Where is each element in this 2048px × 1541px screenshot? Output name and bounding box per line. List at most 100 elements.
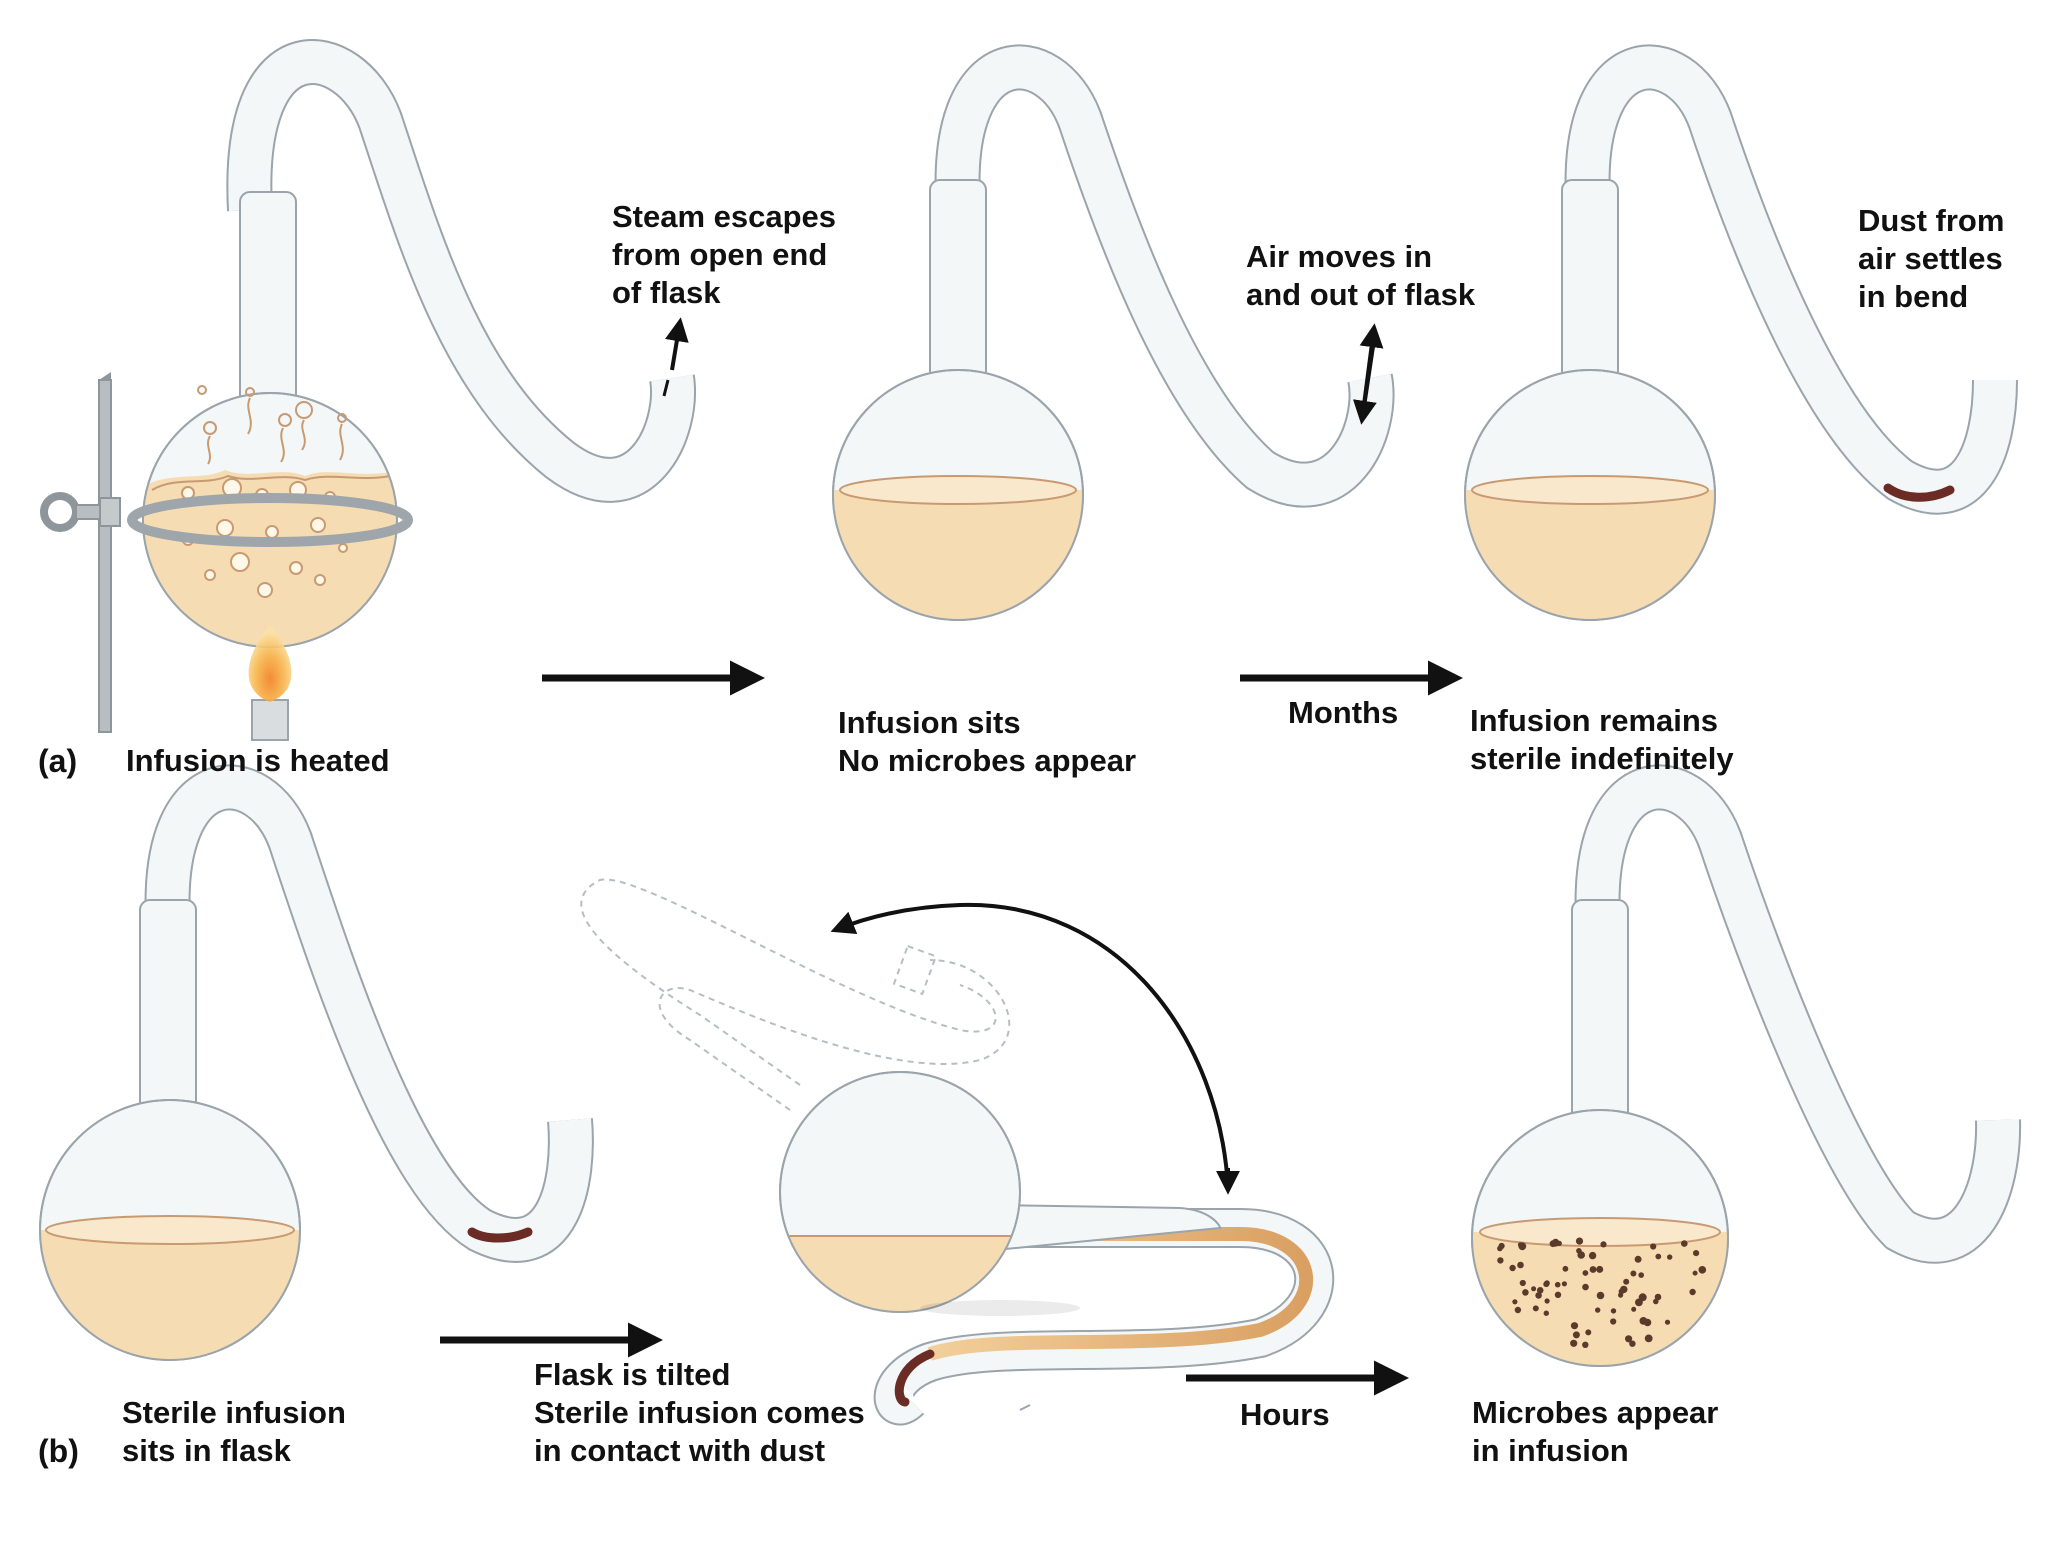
microbe-dot <box>1561 1281 1567 1287</box>
ring-stand <box>40 372 121 733</box>
microbe-dot <box>1562 1265 1569 1272</box>
callout-air: Air moves in and out of flask <box>1246 238 1475 314</box>
caption-flask-tilted: Flask is tilted Sterile infusion comes i… <box>534 1356 865 1470</box>
microbe-dot <box>1509 1264 1516 1272</box>
caption-microbes-appear: Microbes appear in infusion <box>1472 1394 1718 1470</box>
microbe-dot <box>1610 1318 1617 1325</box>
microbe-dot <box>1653 1298 1659 1305</box>
microbe-dot <box>1596 1291 1605 1300</box>
callout-steam: Steam escapes from open end of flask <box>612 198 836 312</box>
microbe-dot <box>1531 1286 1537 1292</box>
label-hours: Hours <box>1240 1397 1330 1432</box>
flask-b3 <box>1471 764 2022 1367</box>
microbe-dot <box>1576 1248 1582 1254</box>
flask-a2 <box>832 44 1395 621</box>
microbe-dot <box>1544 1298 1550 1304</box>
microbe-dot <box>1570 1339 1578 1347</box>
microbe-dot <box>1585 1329 1592 1336</box>
caption-infusion-heated: Infusion is heated <box>126 743 390 778</box>
microbe-dot <box>1643 1318 1652 1327</box>
caption-infusion-sits: Infusion sits No microbes appear <box>838 704 1136 780</box>
panel-a-tag: (a) <box>38 743 78 779</box>
microbe-dot <box>1631 1306 1637 1312</box>
microbe-dot <box>1630 1270 1637 1277</box>
microbe-dot <box>1620 1285 1628 1294</box>
microbe-dot <box>1570 1322 1579 1330</box>
microbe-dot <box>1638 1293 1647 1302</box>
microbe-dot <box>1623 1278 1630 1285</box>
label-months: Months <box>1288 695 1399 730</box>
caption-sterile-infusion: Sterile infusion sits in flask <box>122 1394 346 1470</box>
caption-infusion-sits-line-2: No microbes appear <box>838 743 1137 778</box>
caption-sterile-infusion-line-2: sits in flask <box>122 1433 291 1468</box>
microbe-dot <box>1543 1310 1550 1316</box>
microbe-dot <box>1582 1270 1589 1276</box>
microbe-dot <box>1595 1307 1601 1313</box>
microbe-dot <box>1589 1266 1597 1273</box>
microbe-dot <box>1629 1340 1636 1347</box>
microbe-dot <box>1588 1251 1597 1260</box>
microbe-dot <box>1681 1240 1688 1247</box>
microbe-dot <box>1664 1319 1671 1325</box>
microbe-dot <box>1517 1261 1524 1269</box>
callout-steam-line-1: Steam escapes <box>612 199 837 234</box>
caption-infusion-remains-line-1: Infusion remains <box>1470 703 1719 738</box>
caption-microbes-appear-line-2: in infusion <box>1472 1433 1629 1468</box>
flask-a3 <box>1464 44 2018 621</box>
callout-air-line-2: and out of flask <box>1246 277 1476 312</box>
callout-steam-line-3: of flask <box>612 275 721 310</box>
microbe-dot <box>1692 1270 1698 1276</box>
microbe-dot <box>1543 1281 1550 1288</box>
burner-flame <box>248 625 292 741</box>
microbe-dot <box>1512 1299 1518 1305</box>
microbe-dot <box>1497 1245 1503 1252</box>
microbe-dot <box>1536 1287 1544 1294</box>
callout-dust: Dust from air settles in bend <box>1858 202 2004 316</box>
caption-infusion-sits-line-1: Infusion sits <box>838 705 1021 740</box>
microbe-dot <box>1600 1241 1607 1248</box>
microbe-dot <box>1554 1291 1562 1299</box>
microbe-dot <box>1575 1237 1584 1245</box>
microbe-dot <box>1532 1305 1539 1312</box>
microbe-dot <box>1638 1272 1644 1278</box>
steam-arrow <box>665 317 689 371</box>
panel-b-tag: (b) <box>38 1433 79 1469</box>
tilt-arrow <box>830 902 1240 1195</box>
microbe-dot <box>1655 1253 1662 1260</box>
microbe-dot <box>1522 1289 1529 1296</box>
microbe-dot <box>1572 1331 1580 1339</box>
microbe-dot <box>1654 1293 1662 1301</box>
microbe-dot <box>1610 1308 1617 1314</box>
caption-microbes-appear-line-1: Microbes appear <box>1472 1395 1719 1430</box>
microbe-dot <box>1689 1288 1696 1296</box>
microbe-dot <box>1535 1292 1542 1299</box>
caption-flask-tilted-line-1: Flask is tilted <box>534 1357 731 1392</box>
callout-steam-line-2: from open end <box>612 237 828 272</box>
microbe-dot <box>1698 1266 1707 1274</box>
microbe-dot <box>1650 1243 1657 1250</box>
flask-b2 <box>779 1071 1335 1426</box>
microbe-dot <box>1582 1341 1589 1349</box>
caption-flask-tilted-line-3: in contact with dust <box>534 1433 826 1468</box>
microbe-dot <box>1634 1255 1642 1263</box>
microbe-dot <box>1618 1292 1624 1298</box>
flask-b1 <box>39 764 594 1361</box>
caption-sterile-infusion-line-1: Sterile infusion <box>122 1395 346 1430</box>
microbe-dot <box>1514 1306 1522 1314</box>
microbe-dot <box>1582 1283 1589 1291</box>
callout-air-line-1: Air moves in <box>1246 239 1433 274</box>
callout-dust-line-1: Dust from <box>1858 203 2005 238</box>
microbe-dot <box>1596 1265 1604 1273</box>
tilted-flask-ghost <box>580 878 1011 1111</box>
microbe-dot <box>1625 1335 1633 1343</box>
microbe-dot <box>1517 1242 1524 1248</box>
callout-dust-line-2: air settles <box>1858 241 2003 276</box>
air-arrow <box>1352 323 1384 425</box>
microbe-dot <box>1667 1254 1673 1260</box>
microbe-dot <box>1644 1334 1653 1343</box>
microbe-dot <box>1693 1250 1700 1257</box>
microbe-dot <box>1497 1257 1504 1264</box>
microbe-dot <box>1554 1281 1561 1288</box>
